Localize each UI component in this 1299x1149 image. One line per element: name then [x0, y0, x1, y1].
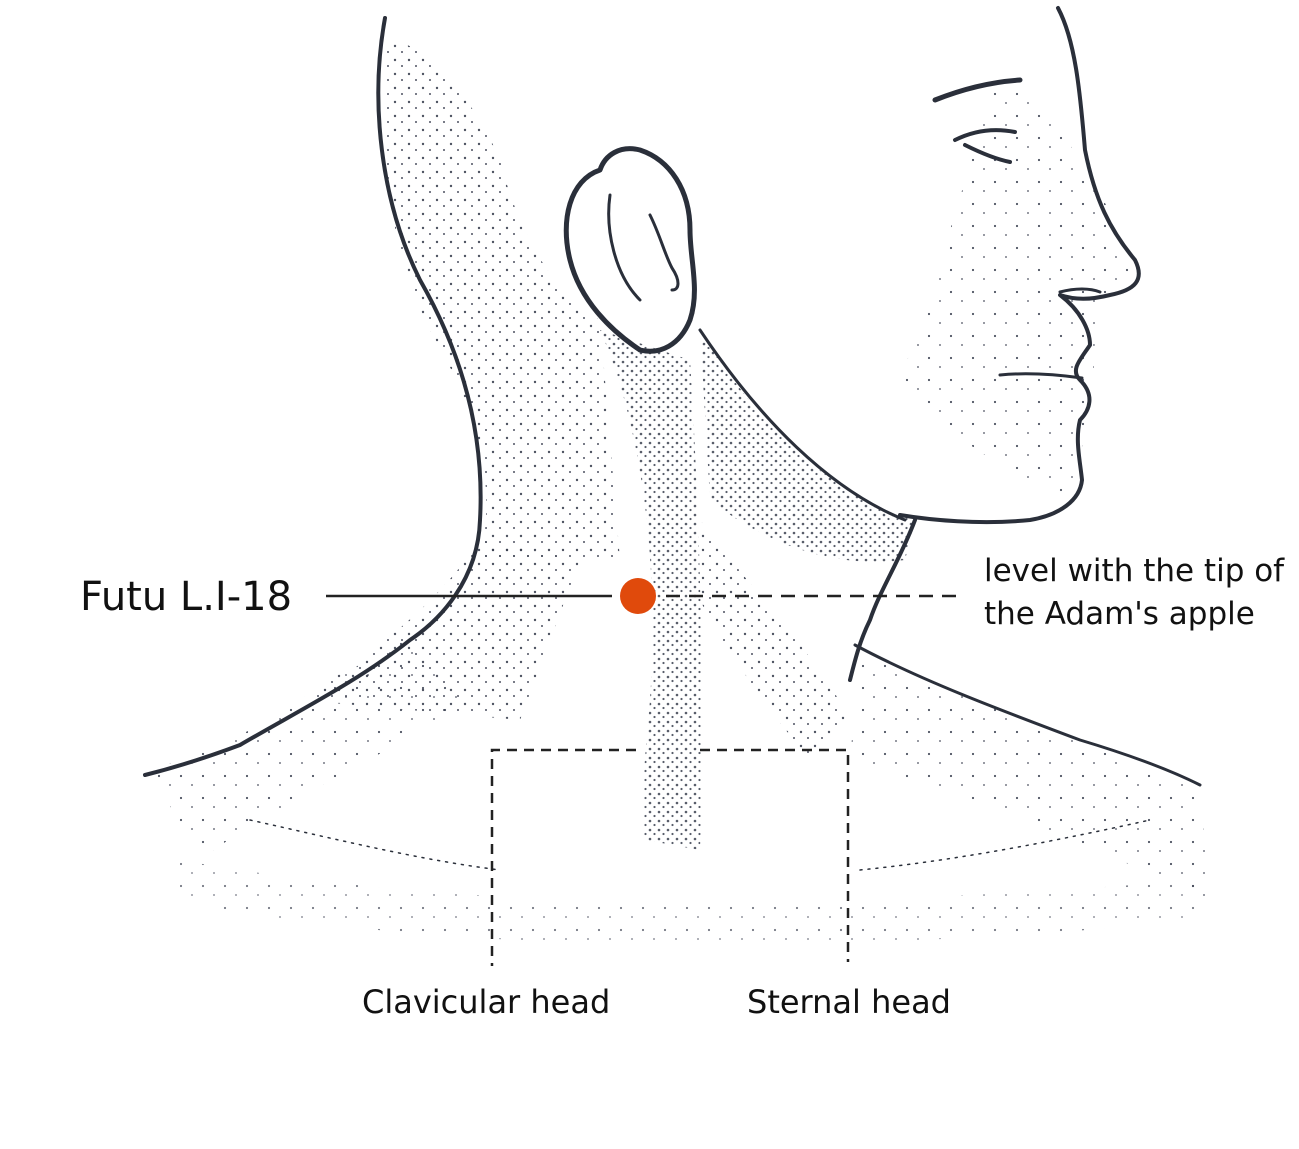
- chest-shading: [180, 860, 1200, 945]
- throat-outline: [848, 518, 917, 682]
- landmark-note: level with the tip of the Adam's apple: [984, 550, 1284, 636]
- ear-outline: [563, 146, 697, 354]
- ear-inner: [607, 193, 680, 302]
- right-shoulder-shading: [850, 650, 1210, 900]
- landmark-note-line-2: the Adam's apple: [984, 596, 1255, 632]
- clavicle-left: [249, 819, 501, 871]
- jaw-outline: [698, 328, 907, 522]
- jaw-shading: [700, 330, 915, 562]
- sternal-head-bracket: [700, 748, 850, 962]
- eye-outline: [953, 128, 1017, 164]
- throat-shading: [700, 520, 850, 760]
- acupoint-marker: [620, 578, 656, 614]
- brow-outline: [932, 77, 1023, 103]
- right-shoulder-outline: [853, 643, 1202, 787]
- clavicular-head-label: Clavicular head: [362, 983, 611, 1021]
- clavicular-head-bracket: [490, 748, 636, 966]
- nostril-outline: [1058, 287, 1102, 294]
- clavicle-right: [859, 819, 1151, 871]
- sternal-head-label: Sternal head: [747, 983, 951, 1021]
- acupoint-label: Futu L.I-18: [80, 574, 293, 620]
- scm-shading: [600, 330, 702, 850]
- back-outline: [143, 16, 483, 777]
- mouth-outline: [998, 372, 1084, 380]
- landmark-note-line-1: level with the tip of: [984, 553, 1285, 589]
- profile-outline: [898, 6, 1141, 525]
- face-shading: [900, 60, 1135, 500]
- left-shoulder-shading: [150, 640, 470, 860]
- nape-shading: [382, 40, 620, 560]
